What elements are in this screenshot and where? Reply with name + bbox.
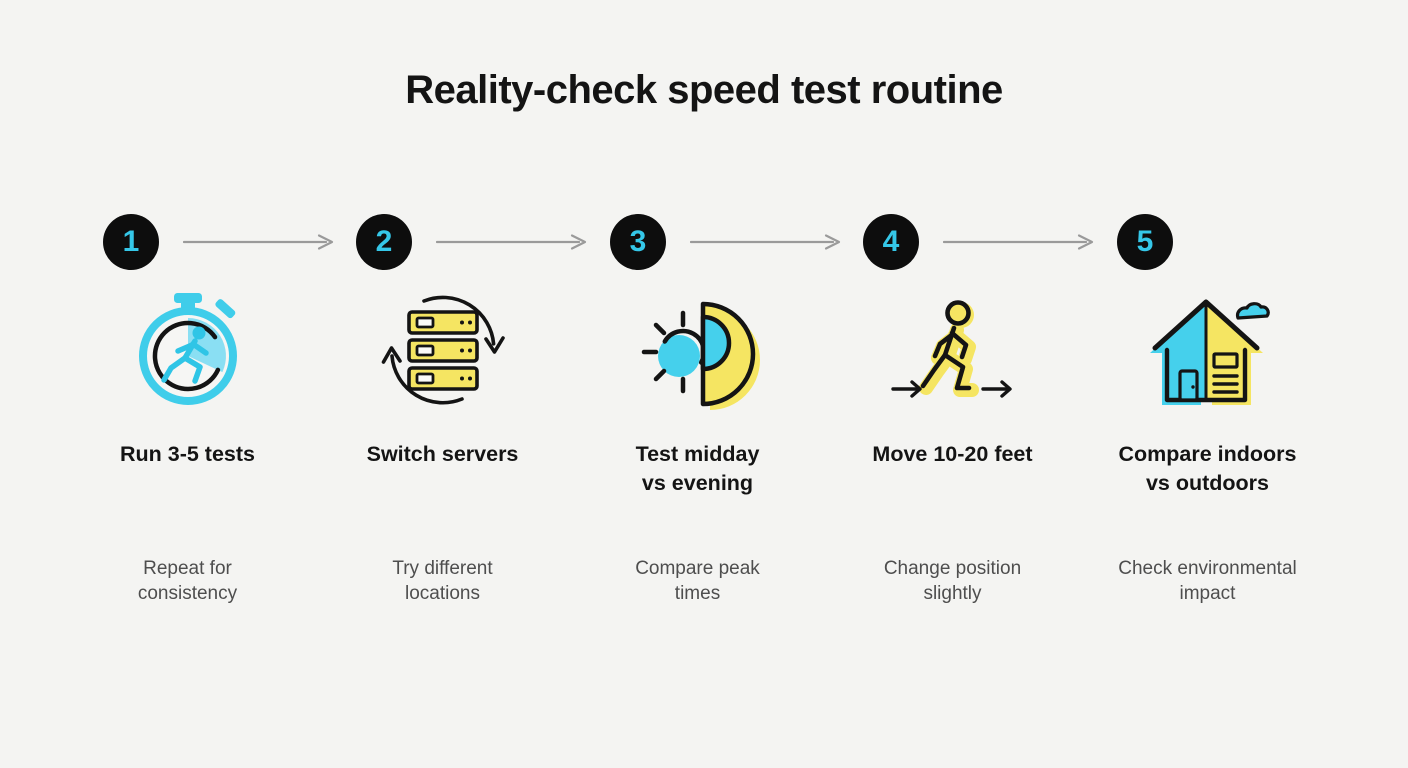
day-night-icon — [628, 292, 768, 412]
step-description: Change position slightly — [884, 556, 1021, 606]
step-number: 1 — [122, 225, 140, 258]
step-column-5: Compare indoors vs outdoors Check enviro… — [1080, 292, 1335, 606]
step-description: Try different locations — [392, 556, 492, 606]
step-badge-5: 5 — [1117, 214, 1173, 270]
step-badge-3: 3 — [610, 214, 666, 270]
server-rotation-icon — [373, 292, 513, 412]
step-badge-2: 2 — [356, 214, 412, 270]
flow-arrow-icon — [436, 234, 587, 250]
step-number: 4 — [882, 225, 900, 258]
flow-arrow-icon — [183, 234, 334, 250]
step-label: Switch servers — [367, 440, 519, 556]
step-description-line: Try different — [392, 558, 493, 579]
step-description-line: impact — [1179, 583, 1236, 604]
flow-arrow-icon — [943, 234, 1094, 250]
flow-arrow-icon — [690, 234, 841, 250]
step-description-line: times — [674, 583, 721, 604]
step-description-line: Compare peak — [635, 558, 760, 579]
step-description-line: Repeat for — [143, 558, 232, 579]
step-column-3: Test midday vs evening Compare peak time… — [570, 292, 825, 606]
step-badge-1: 1 — [103, 214, 159, 270]
walking-person-icon — [883, 292, 1023, 412]
step-number: 5 — [1136, 225, 1154, 258]
step-label-line: Move 10-20 feet — [872, 442, 1033, 466]
step-label-line: vs outdoors — [1145, 471, 1270, 495]
step-description: Compare peak times — [635, 556, 760, 606]
step-description-line: Check environmental — [1118, 558, 1297, 579]
step-label-line: Run 3-5 tests — [119, 442, 255, 466]
step-badge-4: 4 — [863, 214, 919, 270]
step-label: Test midday vs evening — [636, 440, 760, 556]
house-cloud-icon — [1138, 292, 1278, 412]
step-label-line: Compare indoors — [1118, 442, 1297, 466]
step-description: Repeat for consistency — [138, 556, 237, 606]
step-label: Move 10-20 feet — [872, 440, 1032, 556]
stopwatch-runner-icon — [118, 292, 258, 412]
step-number: 3 — [629, 225, 647, 258]
step-label-line: vs evening — [641, 471, 754, 495]
step-label-line: Test midday — [635, 442, 760, 466]
step-description-line: slightly — [923, 583, 982, 604]
page-title: Reality-check speed test routine — [405, 68, 1003, 112]
step-description: Check environmental impact — [1118, 556, 1296, 606]
step-label: Run 3-5 tests — [120, 440, 255, 556]
step-column-1: Run 3-5 tests Repeat for consistency — [60, 292, 315, 606]
step-description-line: locations — [404, 583, 480, 604]
step-number: 2 — [375, 225, 393, 258]
step-label: Compare indoors vs outdoors — [1119, 440, 1297, 556]
step-description-line: consistency — [137, 583, 238, 604]
step-column-2: Switch servers Try different locations — [315, 292, 570, 606]
step-column-4: Move 10-20 feet Change position slightly — [825, 292, 1080, 606]
step-label-line: Switch servers — [366, 442, 519, 466]
step-description-line: Change position — [883, 558, 1022, 579]
step-columns: Run 3-5 tests Repeat for consistency — [60, 292, 1335, 606]
